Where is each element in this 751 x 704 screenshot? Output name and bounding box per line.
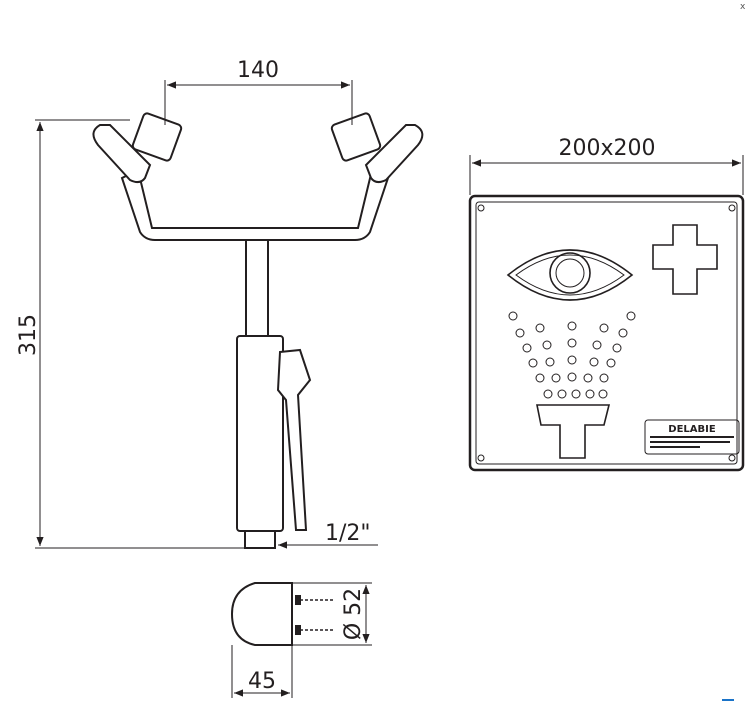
svg-text:140: 140 [237, 58, 279, 83]
dimension-mount-diameter: Ø 52 [292, 582, 372, 646]
dimension-thread: 1/2" [278, 521, 378, 549]
wall-mount [230, 582, 335, 646]
accent-mark [722, 699, 734, 701]
svg-text:1/2": 1/2" [325, 521, 371, 546]
safety-sign: DELABIE [468, 194, 745, 472]
dimension-mount-depth: 45 [231, 645, 293, 698]
svg-text:200x200: 200x200 [558, 136, 655, 161]
stem-pipe [245, 239, 269, 337]
valve-body [236, 335, 284, 532]
svg-text:45: 45 [248, 669, 276, 694]
screw-icon [295, 595, 335, 605]
shower-head-icon [536, 404, 611, 459]
brand-label: DELABIE [644, 419, 740, 455]
eye-icon [506, 249, 634, 301]
dimension-sign-size: 200x200 [469, 136, 744, 195]
screw-icon [295, 625, 335, 635]
thread-connector [244, 530, 276, 549]
right-spray-head [330, 112, 424, 184]
first-aid-cross-icon [652, 224, 718, 295]
left-spray-head [92, 112, 183, 184]
dimension-height: 315 [16, 119, 245, 549]
svg-text:315: 315 [16, 314, 41, 356]
water-spray-dots-icon [508, 311, 636, 399]
corner-mark: x [740, 2, 746, 12]
svg-text:DELABIE: DELABIE [668, 424, 716, 435]
svg-text:Ø 52: Ø 52 [341, 588, 366, 640]
push-lever [276, 348, 312, 531]
eyewash-faucet [92, 112, 424, 549]
dimension-head-spacing: 140 [164, 58, 353, 125]
